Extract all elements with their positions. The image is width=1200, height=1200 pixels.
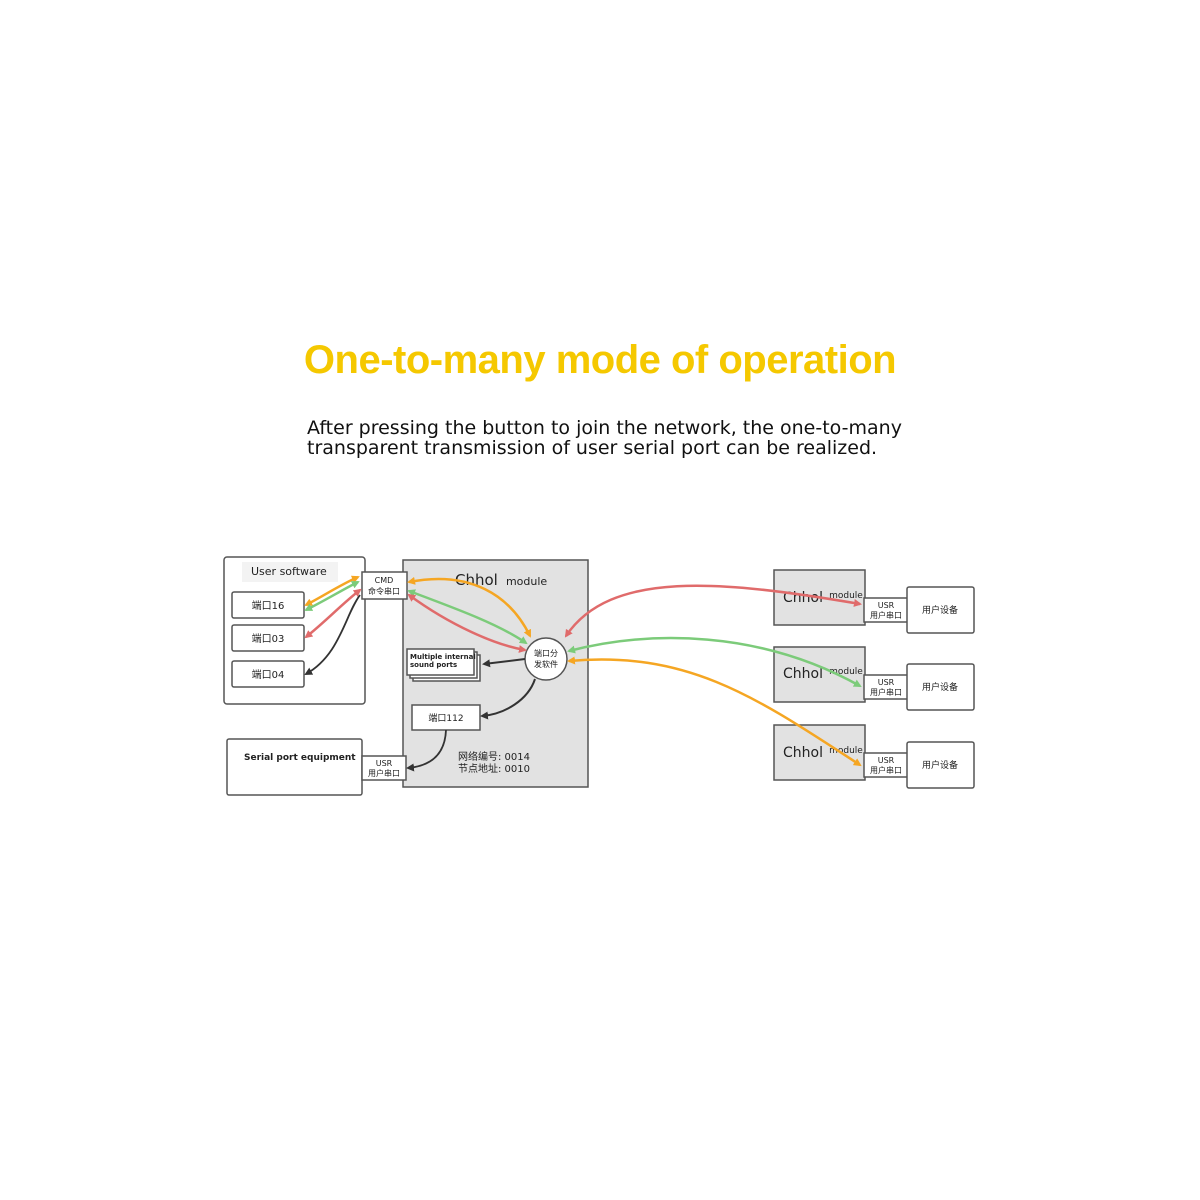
subtitle-line-2: transparent transmission of user serial … [307,437,878,459]
arrow-dispatcher-remote1-red [564,584,862,638]
user-software-box: User software 端口16 端口03 端口04 [223,556,366,705]
arrow-port03-cmd-red [304,588,362,639]
remote-3-usr-line1: USR [878,756,895,765]
remote-3-usr-line2: 用户串口 [870,765,902,775]
user-software-label: User software [251,565,327,578]
port-03: 端口03 [231,624,305,652]
port-112-label: 端口112 [428,712,463,724]
dispatcher-line2: 发软件 [534,659,558,669]
internal-ports-stack: Multiple internal sound ports [406,648,481,682]
port-04-label: 端口04 [252,668,285,681]
dispatcher-line1: 端口分 [534,648,558,658]
port-112: 端口112 [411,704,481,731]
port-16: 端口16 [231,591,305,619]
arrow-cmd-dispatcher-red [407,593,527,653]
remote-module-3: Chhol module USR 用户串口 用户设备 [773,724,975,789]
cmd-port-line2: 命令串口 [368,586,400,596]
cmd-port-line1: CMD [375,576,394,585]
port-16-label: 端口16 [252,599,285,612]
remote-3-device: 用户设备 [922,759,958,771]
page-title: One-to-many mode of operation [303,338,897,382]
remote-2-usr-line1: USR [878,678,895,687]
serial-equipment-label: Serial port equipment [244,753,356,763]
port-dispatcher: 端口分 发软件 [524,637,568,681]
arrow-port04-cmd-black [304,594,361,675]
port-04: 端口04 [231,660,305,688]
remote-1-usr-line1: USR [878,601,895,610]
remote-module-1: Chhol module USR 用户串口 用户设备 [773,569,975,634]
remote-1-device: 用户设备 [922,604,958,616]
main-usr-line1: USR [376,759,393,768]
cmd-port: CMD 命令串口 [361,571,408,600]
internal-ports-line2: sound ports [410,661,457,669]
page-subtitle: After pressing the button to join the ne… [307,418,1007,458]
remote-module-2: Chhol module USR 用户串口 用户设备 [773,646,975,711]
internal-ports-line1: Multiple internal [410,653,476,661]
arrow-dispatcher-port112 [480,678,536,720]
arrow-dispatcher-internal [482,658,526,668]
node-address: 节点地址: 0010 [458,762,530,775]
arrow-dispatcher-remote3-orange [567,656,862,767]
remote-2-usr-line2: 用户串口 [870,687,902,697]
arrow-port112-usr [406,729,447,772]
remote-1-usr-line2: 用户串口 [870,610,902,620]
serial-port-equipment: Serial port equipment [226,738,363,796]
subtitle-line-1: After pressing the button to join the ne… [307,417,902,439]
network-id: 网络编号: 0014 [458,750,530,763]
port-03-label: 端口03 [252,632,285,645]
main-usr-port: USR 用户串口 [361,755,407,781]
remote-2-device: 用户设备 [922,681,958,693]
main-usr-line2: 用户串口 [368,768,400,778]
